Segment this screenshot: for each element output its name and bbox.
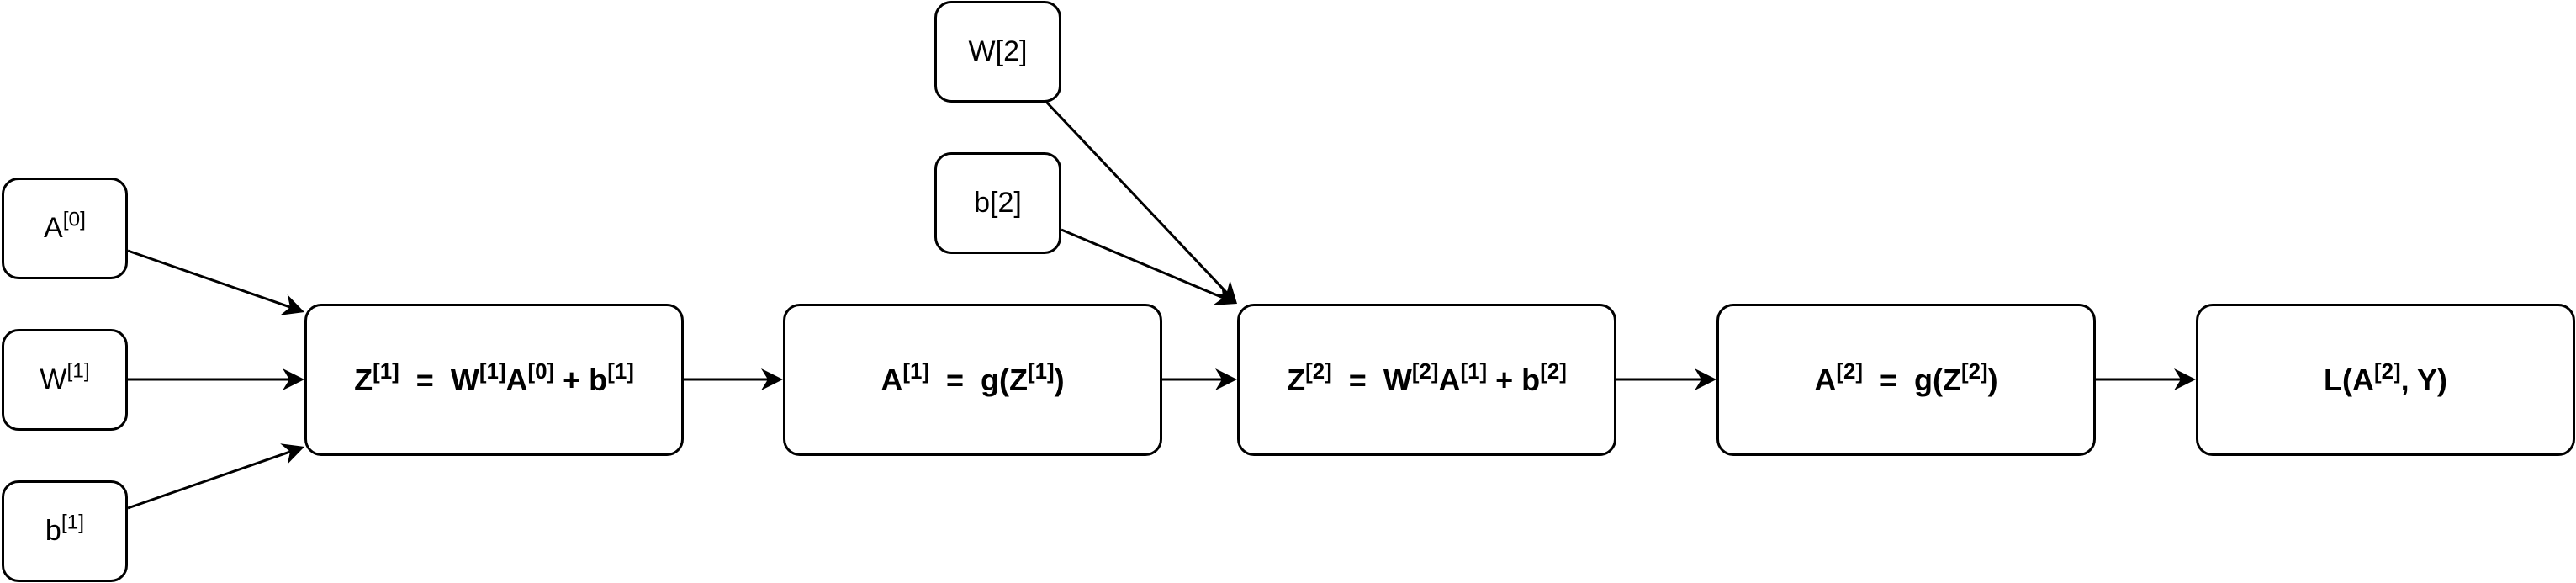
label-text: Z xyxy=(354,362,373,397)
node-b1[interactable]: b[1] xyxy=(2,480,128,582)
superscript: [2] xyxy=(1305,359,1332,384)
label-text: + b xyxy=(554,362,608,397)
label-text: W xyxy=(40,363,67,395)
label-text: = g(Z xyxy=(929,362,1028,397)
label-text: + b xyxy=(1487,362,1541,397)
label-text: A xyxy=(1438,362,1461,397)
arrowhead-icon xyxy=(280,294,304,315)
node-label: b[2] xyxy=(974,187,1022,220)
edge-a0-to-z1 xyxy=(127,249,304,315)
arrowhead-icon xyxy=(2174,368,2196,390)
edge-line xyxy=(127,450,291,510)
label-text: b[2] xyxy=(974,187,1022,219)
edge-z2-to-a2 xyxy=(1616,368,1716,390)
superscript: [1] xyxy=(479,359,506,384)
label-text: Z xyxy=(1287,362,1306,397)
node-label: Z[2] = W[2]A[1] + b[2] xyxy=(1287,360,1567,398)
label-text: ) xyxy=(1054,362,1065,397)
edge-line xyxy=(1045,100,1228,294)
arrowhead-icon xyxy=(1212,284,1237,305)
arrowhead-icon xyxy=(280,443,304,464)
label-text: = g(Z xyxy=(1863,362,1961,397)
arrowhead-icon xyxy=(1695,368,1716,390)
superscript: [0] xyxy=(527,359,555,384)
node-l[interactable]: L(A[2], Y) xyxy=(2196,304,2575,456)
node-label: A[1] = g(Z[1]) xyxy=(881,360,1065,398)
superscript: [1] xyxy=(66,359,90,383)
edge-z1-to-a1 xyxy=(684,368,783,390)
label-text: A xyxy=(881,362,903,397)
node-z1[interactable]: Z[1] = W[1]A[0] + b[1] xyxy=(304,304,684,456)
label-text: A xyxy=(505,362,528,397)
edge-a1-to-z2 xyxy=(1162,368,1237,390)
superscript: [1] xyxy=(1028,359,1055,384)
node-b2[interactable]: b[2] xyxy=(934,152,1061,254)
superscript: [1] xyxy=(607,359,634,384)
node-w1[interactable]: W[1] xyxy=(2,329,128,431)
label-text: W[2] xyxy=(968,35,1028,67)
label-text: = W xyxy=(399,362,479,397)
superscript: [1] xyxy=(61,511,85,534)
label-text: b xyxy=(45,515,61,547)
edge-b1-to-z1 xyxy=(127,443,304,510)
label-text: , Y) xyxy=(2400,362,2447,397)
node-label: L(A[2], Y) xyxy=(2323,360,2447,398)
node-label: W[2] xyxy=(969,35,1028,68)
edge-line xyxy=(1061,228,1224,299)
label-text: ) xyxy=(1987,362,1998,397)
superscript: [1] xyxy=(1460,359,1488,384)
edge-w1-to-z1 xyxy=(128,368,304,390)
superscript: [2] xyxy=(1540,359,1567,384)
superscript: [2] xyxy=(1411,359,1439,384)
node-label: A[0] xyxy=(44,208,86,245)
arrowhead-icon xyxy=(283,368,304,390)
edge-b2-to-z2 xyxy=(1061,228,1237,305)
label-text: A xyxy=(1814,362,1837,397)
superscript: [2] xyxy=(2373,359,2401,384)
node-a2[interactable]: A[2] = g(Z[2]) xyxy=(1716,304,2096,456)
node-label: b[1] xyxy=(45,512,84,548)
node-a0[interactable]: A[0] xyxy=(2,178,128,279)
node-label: W[1] xyxy=(40,359,90,396)
superscript: [1] xyxy=(902,359,929,384)
label-text: = W xyxy=(1331,362,1412,397)
label-text: A xyxy=(44,212,63,244)
node-label: A[2] = g(Z[2]) xyxy=(1814,360,1998,398)
node-w2[interactable]: W[2] xyxy=(934,1,1061,103)
node-z2[interactable]: Z[2] = W[2]A[1] + b[2] xyxy=(1237,304,1616,456)
superscript: [2] xyxy=(1961,359,1988,384)
superscript: [1] xyxy=(373,359,399,384)
edge-w2-to-z2 xyxy=(1045,100,1237,304)
superscript: [2] xyxy=(1836,359,1863,384)
arrowhead-icon xyxy=(1215,368,1237,390)
edge-a2-to-l xyxy=(2096,368,2196,390)
superscript: [0] xyxy=(62,208,86,231)
label-text: L(A xyxy=(2323,362,2374,397)
edge-line xyxy=(127,249,291,309)
arrowhead-icon xyxy=(761,368,783,390)
node-a1[interactable]: A[1] = g(Z[1]) xyxy=(783,304,1162,456)
node-label: Z[1] = W[1]A[0] + b[1] xyxy=(354,360,634,398)
